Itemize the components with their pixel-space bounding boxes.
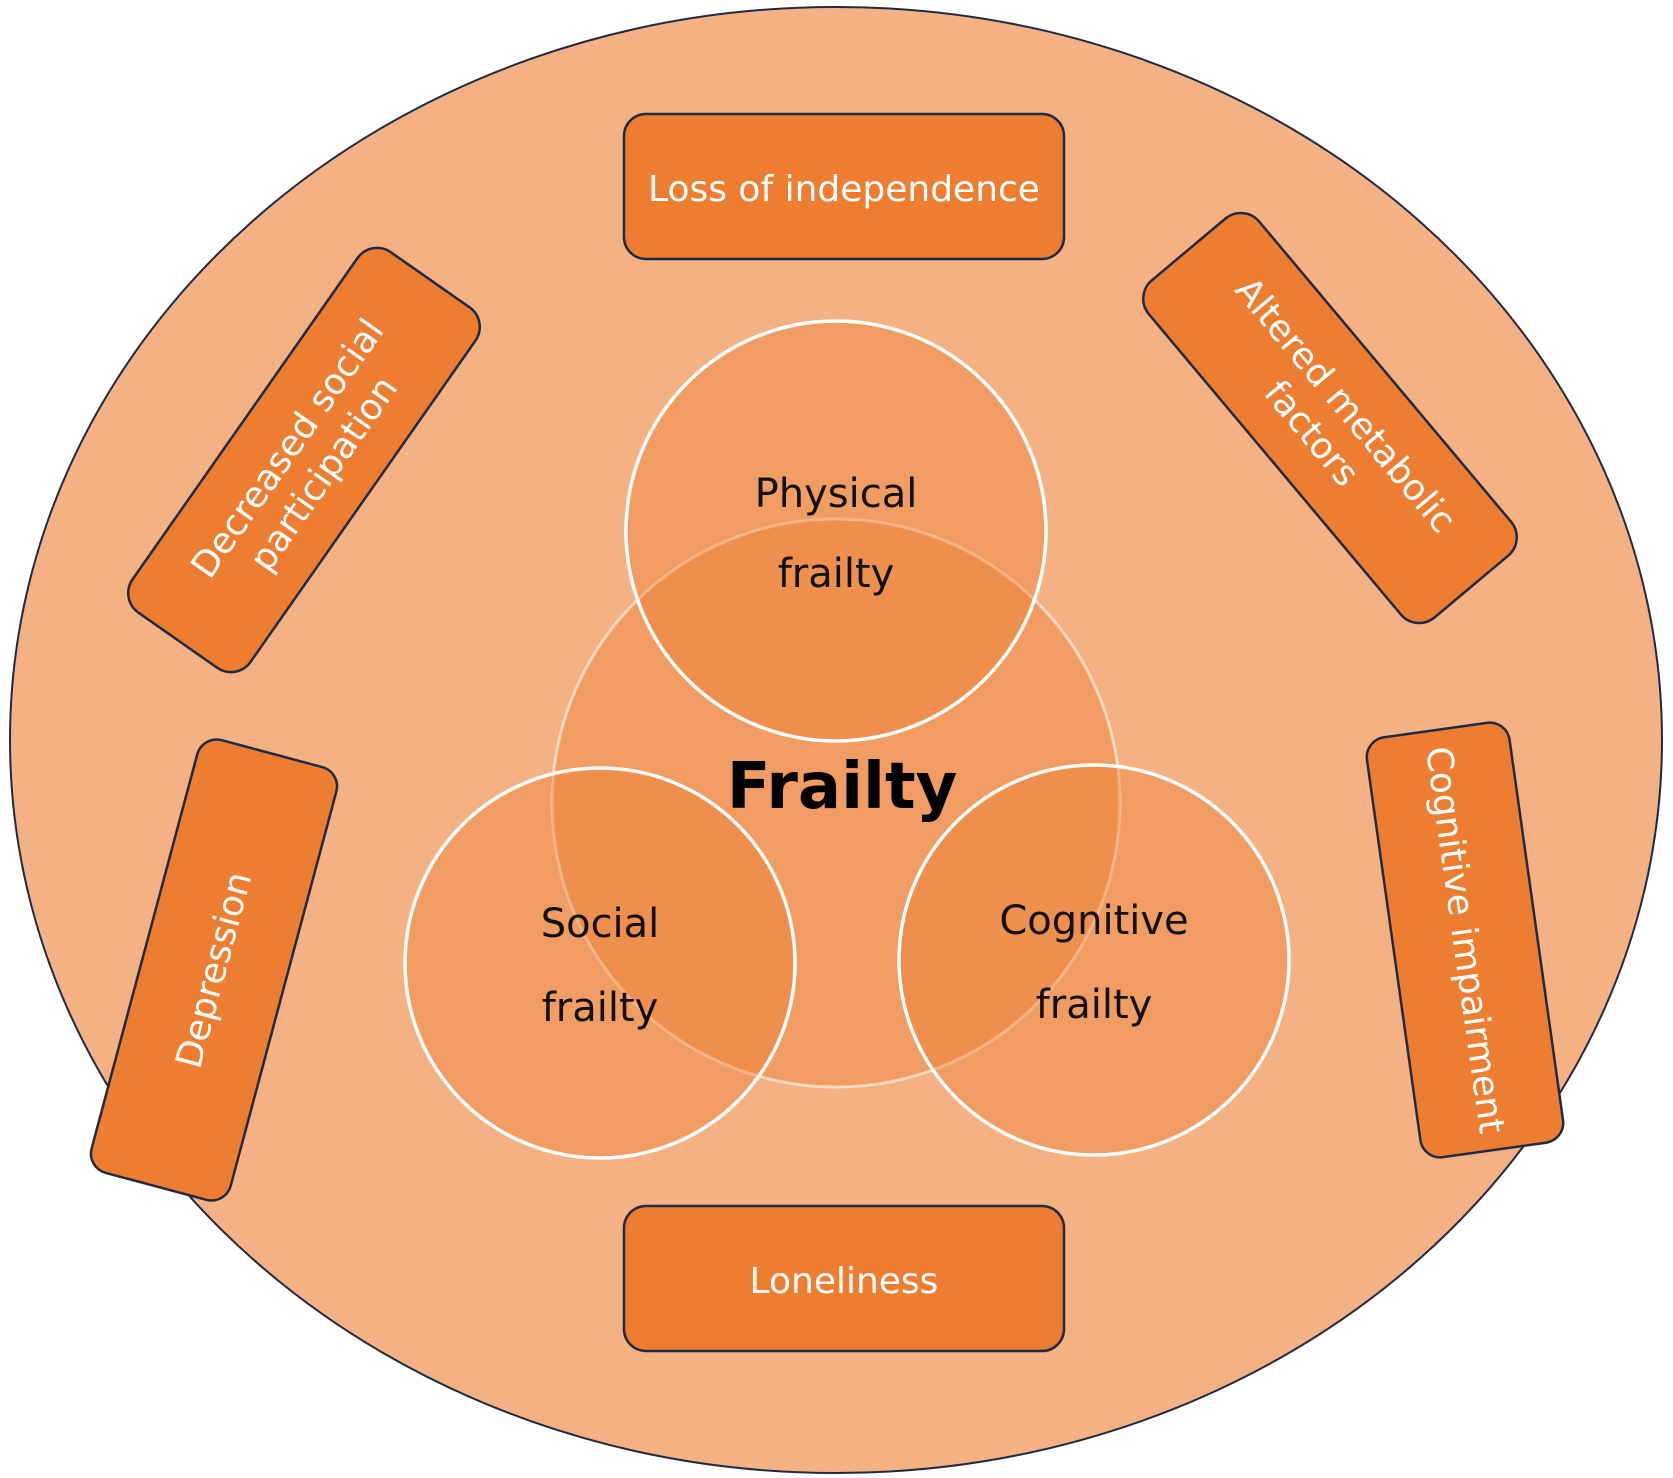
factor-label-loss-of-independence: Loss of independence <box>648 169 1040 210</box>
physical-frailty-label-line2: frailty <box>778 551 895 597</box>
factor-box-loss-of-independence: Loss of independence <box>622 112 1066 261</box>
frailty-title: Frailty <box>727 750 958 824</box>
factor-box-cognitive-impairment: Cognitive impairment <box>1365 721 1565 1159</box>
cognitive-frailty-circle <box>897 763 1291 1157</box>
social-frailty-label: Social <box>541 901 660 947</box>
social-frailty-label-line2: frailty <box>542 985 659 1031</box>
cognitive-frailty-label: Cognitive <box>999 898 1188 944</box>
factor-label-loneliness: Loneliness <box>750 1261 939 1302</box>
frailty-central-circle <box>550 517 1122 1089</box>
factor-box-decreased-social-participation: Decreased social participation <box>127 246 481 674</box>
factor-box-depression: Depression <box>89 738 339 1202</box>
physical-frailty-label: Physical <box>755 471 918 517</box>
physical-frailty-circle <box>624 319 1048 743</box>
cognitive-frailty-label-line2: frailty <box>1036 982 1153 1028</box>
social-frailty-circle <box>403 766 797 1160</box>
factor-box-loneliness: Loneliness <box>622 1204 1066 1353</box>
